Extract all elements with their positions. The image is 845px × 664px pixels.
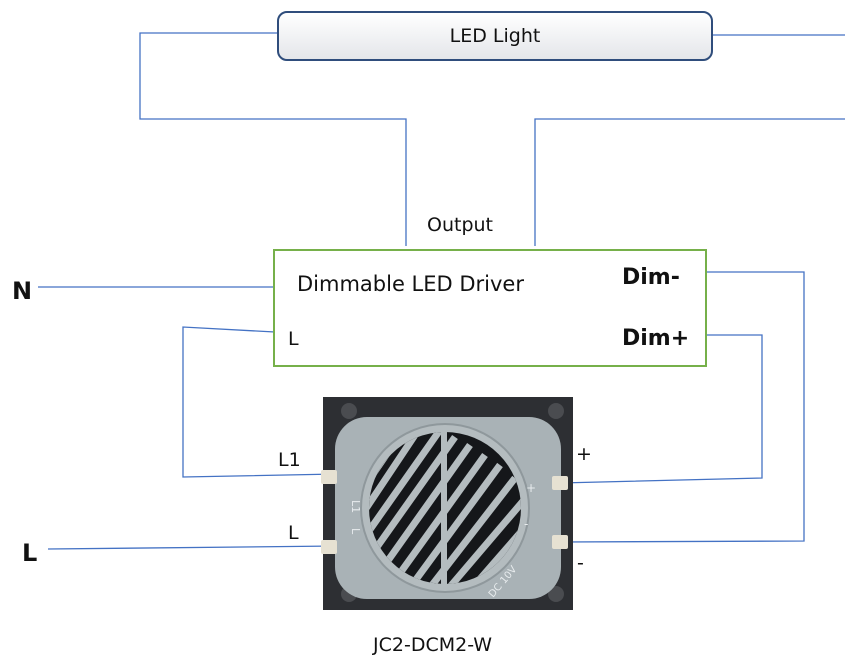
led-left-wire bbox=[139, 32, 407, 246]
dimmer-minus-label: - bbox=[577, 552, 584, 574]
dim-minus-wire bbox=[559, 271, 805, 543]
mains-l-wire bbox=[47, 545, 338, 550]
dimmer-l1-label: L1 bbox=[278, 449, 301, 471]
mains-l-label: L bbox=[22, 539, 38, 567]
driver-dim-plus-label: Dim+ bbox=[622, 326, 690, 351]
dimmer-module-photo: L1 L + - DC 10V bbox=[321, 397, 573, 610]
led-driver-box bbox=[273, 249, 707, 367]
dimmer-body-minus-mark: - bbox=[524, 517, 528, 531]
led-light-label: LED Light bbox=[449, 25, 541, 47]
dimmer-body-l-mark: L bbox=[349, 528, 362, 535]
driver-l-label: L bbox=[288, 328, 299, 350]
output-right-wire bbox=[534, 118, 845, 246]
driver-l-to-l1-wire bbox=[182, 326, 338, 478]
dim-plus-wire bbox=[559, 334, 763, 484]
led-light-box: LED Light bbox=[277, 11, 713, 61]
dimmer-model-caption: JC2-DCM2-W bbox=[373, 634, 493, 656]
dimmer-body-plus-mark: + bbox=[526, 481, 536, 495]
dimmer-body-l1-mark: L1 bbox=[349, 500, 362, 513]
driver-title: Dimmable LED Driver bbox=[297, 272, 524, 296]
driver-output-label: Output bbox=[427, 214, 493, 236]
dimmer-plus-label: + bbox=[576, 443, 592, 465]
dimmer-l-label: L bbox=[288, 522, 299, 544]
neutral-label: N bbox=[12, 277, 33, 305]
driver-dim-minus-label: Dim- bbox=[622, 265, 680, 290]
